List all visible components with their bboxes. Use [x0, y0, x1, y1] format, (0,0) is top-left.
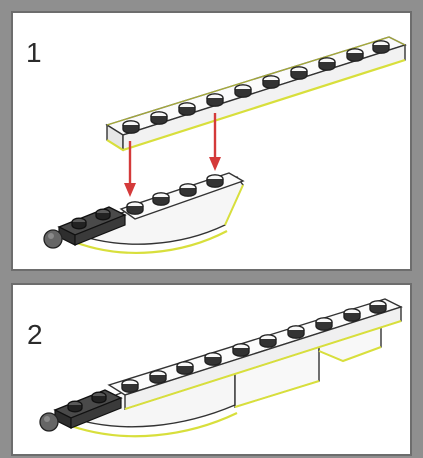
- step-number: 1: [26, 37, 42, 68]
- step-1-illustration: [43, 36, 407, 254]
- step-2-illustration: [39, 298, 403, 438]
- step-1-panel: 1: [11, 11, 412, 271]
- step-number: 2: [27, 319, 43, 350]
- lego-wing-assembly-icon: [43, 172, 245, 254]
- lego-wing-assembly-icon: [39, 298, 403, 438]
- step-2-panel: 2: [11, 283, 412, 456]
- lego-plate-1x10-icon: [105, 36, 407, 152]
- placement-arrow-icon: [124, 113, 221, 197]
